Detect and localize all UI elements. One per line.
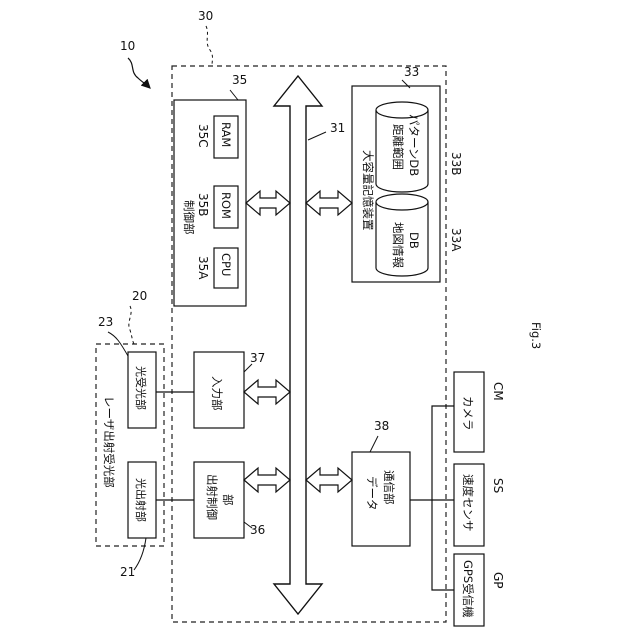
system-bus	[274, 76, 322, 614]
comm-unit-box	[352, 452, 410, 546]
ref-control: 35	[232, 73, 247, 87]
laser-unit-label: レーザ出射受光部	[102, 396, 116, 488]
ref-input: 37	[250, 351, 265, 365]
emission-bus-arrow	[244, 468, 290, 492]
rom-label: ROM	[219, 192, 233, 219]
map-db-label-2: DB	[407, 232, 421, 249]
storage-label: 大容量記憶装置	[361, 150, 375, 231]
ref-bus-leader	[308, 132, 326, 140]
storage-bus-arrow	[306, 191, 352, 215]
ref-cpu: 35A	[196, 256, 210, 280]
ref-device: 30	[198, 9, 213, 23]
comm-bus-arrow	[306, 468, 352, 492]
ref-comm-leader	[370, 436, 378, 452]
input-unit-label: 入力部	[210, 376, 224, 411]
ref-comm: 38	[374, 419, 389, 433]
ram-label: RAM	[219, 122, 233, 147]
gps-label: GPS受信機	[461, 560, 475, 618]
speed-sensor-label: 速度センサ	[461, 474, 475, 532]
ref-gps: GP	[491, 572, 505, 589]
ref-bus: 31	[330, 121, 345, 135]
ref-laser-unit: 20	[132, 289, 147, 303]
ref-speed-sensor: SS	[491, 478, 505, 493]
ref-emitter-leader	[134, 538, 146, 570]
comm-unit-label-1: データ	[365, 476, 379, 511]
pattern-db-label-2: パターンDB	[407, 114, 421, 176]
ref-emitter: 21	[120, 565, 135, 579]
ref-map-db: 33A	[449, 228, 463, 252]
comm-gps-line	[432, 500, 454, 590]
ref-input-leader	[244, 364, 252, 372]
ref-emission-ctrl: 36	[250, 523, 265, 537]
ref-control-leader	[230, 90, 238, 100]
ref-receiver: 23	[98, 315, 113, 329]
comm-unit-label-2: 通信部	[382, 470, 396, 505]
ref-laser-unit-leader	[129, 306, 134, 344]
emission-ctrl-label-2: 部	[221, 494, 235, 506]
input-bus-arrow	[244, 380, 290, 404]
ref-pattern-db: 33B	[449, 152, 463, 176]
ref-camera: CM	[491, 382, 505, 401]
control-unit-label: 制御部	[182, 200, 196, 235]
control-bus-arrow	[246, 191, 290, 215]
ref-system-arrow	[128, 58, 150, 88]
ref-ram: 35C	[196, 124, 210, 148]
ref-device-leader	[206, 26, 213, 66]
ref-rom: 35B	[196, 193, 210, 217]
emission-ctrl-label-1: 出射制御	[205, 474, 219, 520]
comm-camera-line	[410, 406, 454, 500]
ref-system: 10	[120, 39, 135, 53]
camera-label: カメラ	[461, 396, 475, 431]
pattern-db-label-1: 距離範囲	[391, 124, 405, 170]
emitter-label: 光出射部	[134, 478, 148, 522]
figure-label: Fig.3	[529, 322, 543, 349]
receiver-label: 光受光部	[134, 366, 148, 410]
map-db-label-1: 地図情報	[391, 222, 405, 268]
ref-storage: 33	[404, 65, 419, 79]
cpu-label: CPU	[219, 253, 233, 276]
